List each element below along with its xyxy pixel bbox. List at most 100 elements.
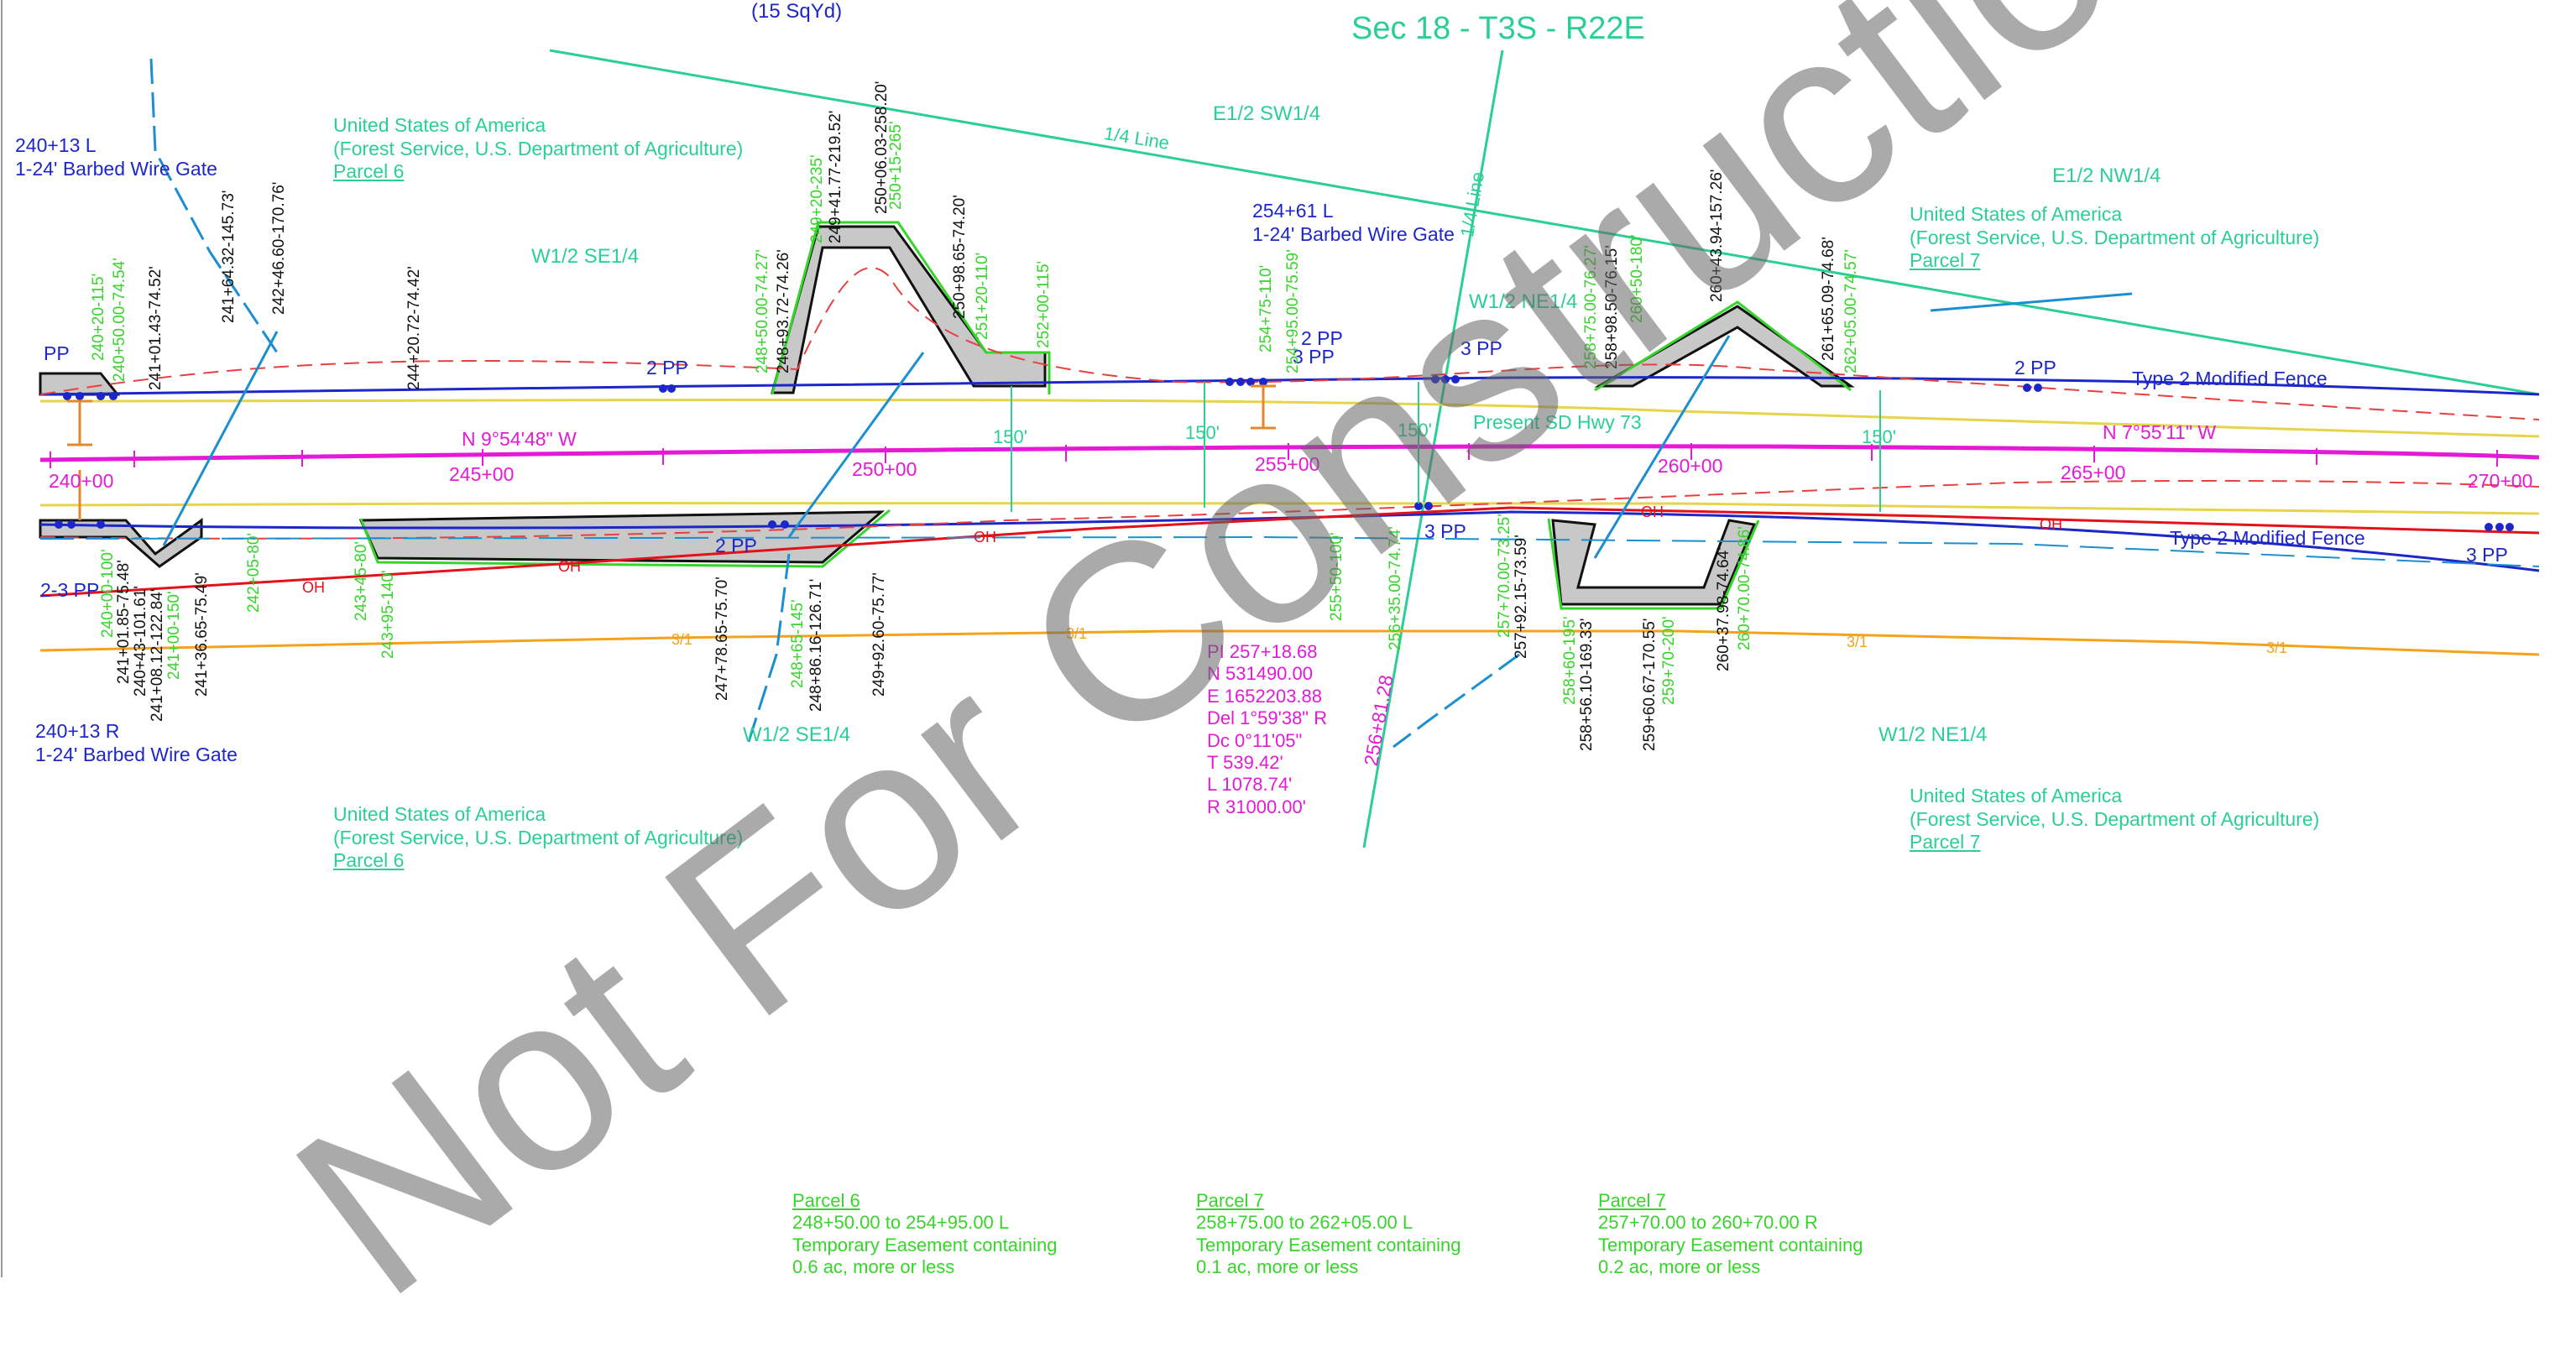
existing-row-dashed [39,267,2540,540]
sta-top-g-2: 248+50.00-74.27' [754,249,771,373]
quarter-line-vertical [1362,50,1504,848]
sta-top-g-5: 251+20-110' [974,252,991,340]
owner-nw: United States of America(Forest Service,… [333,114,744,183]
tel-tag-3: 3/1 [1847,634,1868,650]
pole-2pp-right: 2 PP [2014,357,2056,378]
offset-dimensions [1011,382,1881,512]
sta-bot-b-4: 247+78.65-75.70' [713,577,731,701]
owner-se: United States of America(Forest Service,… [1910,785,2320,853]
offset-150-2: 150' [1185,422,1220,443]
fence-lines [39,376,2540,572]
sta-bot-g-9: 258+60-195' [1561,616,1579,705]
pole-3pp-bottom-right: 3 PP [2466,544,2508,566]
sta-bot-g-10: 259+70-200' [1660,616,1678,705]
highway-name: Present SD Hwy 73 [1473,411,1642,433]
sta-bot-g-6: 255+50-100' [1328,532,1345,621]
sta-bot-b-10: 260+37.98-74.64' [1715,547,1732,671]
existing-fence-bottom [39,535,2540,567]
fence-label-bottom: Type 2 Modified Fence [2170,527,2365,549]
sta-bot-g-2: 242+05-80' [245,532,263,613]
sta-top-b-4: 248+93.72-74.26' [775,249,792,373]
construction-limits-top [39,225,1855,396]
centerline-ticks [50,443,2498,468]
sta-bot-g-11: 260+70.00-74.86' [1736,526,1753,650]
bearing-left: N 9°54'48" W [462,428,577,450]
tel-tag-2: 3/1 [1066,625,1088,642]
sta-top-b-5: 249+41.77-219.52' [827,110,844,243]
sta-top-g-9: 258+75.00-76.27' [1582,245,1600,369]
sta-bot-b-7: 257+92.15-73.59' [1513,535,1530,659]
sta-top-g-3: 249+20-235' [808,154,826,243]
area-note: (15 SqYd) [751,0,843,23]
station-260: 260+00 [1658,455,1723,477]
overhead-power-line [39,506,2540,598]
sta-top-g-1: 240+50.00-74.54' [111,258,128,382]
pole-2pp-mid: 2 PP [1301,327,1343,349]
pole-3pp-bottom: 3 PP [1424,520,1466,542]
quarter-w-ne-top: W1/2 NE1/4 [1469,290,1578,313]
plan-drawing [1,0,2540,1277]
sta-bot-g-1: 241+00-150' [165,591,183,680]
pole-3pp-top: 3 PP [1460,337,1502,359]
utility-crossings [149,58,2133,749]
oh-tag-5: OH [2040,516,2062,533]
pole-3pp-mid: 3 PP [1293,346,1335,368]
sta-bot-b-5: 248+86.16-126.71' [807,578,825,712]
easement-outline-bottom [359,509,1760,610]
sta-top-b-2: 242+46.60-170.76' [270,181,288,315]
sta-top-b-8: 258+98.50-76.15' [1603,245,1621,369]
sta-top-b-10: 261+65.09-74.68' [1820,237,1837,361]
sta-top-g-11: 262+05.00-74.57' [1842,249,1860,373]
pole-23pp-bottom-left: 2-3 PP [40,579,100,601]
sta-bot-g-7: 256+35.00-74.74' [1387,526,1404,650]
sta-bot-g-0: 240+00-100' [99,549,117,638]
sta-bot-g-3: 243+45-80' [353,540,370,621]
quarter-w-se-top: W1/2 SE1/4 [531,245,640,268]
tel-tag-4: 3/1 [2266,639,2288,656]
oh-tag-2: OH [558,558,581,575]
station-270: 270+00 [2468,470,2533,492]
sta-top-b-3: 244+20.72-74.42' [405,266,423,390]
tel-tag-1: 3/1 [671,631,693,648]
sta-bot-b-8: 258+56.10-169.33' [1578,618,1596,751]
quarter-line-diagonal [549,49,2540,396]
easement-outline-top [771,221,1852,395]
sta-top-g-10: 260+50-180' [1628,234,1646,323]
pole-2pp-top: 2 PP [646,357,688,378]
station-240: 240+00 [49,470,114,492]
sta-top-g-4: 250+15-265' [887,121,905,210]
construction-limits-bottom [39,510,1757,606]
station-265: 265+00 [2061,462,2126,483]
sta-top-b-7: 250+98.65-74.20' [951,195,969,319]
sta-bot-g-4: 243+95-140' [379,570,397,659]
sta-bot-g-5: 248+65-145' [789,599,807,688]
oh-tag-1: OH [302,579,325,596]
offset-150-4: 150' [1862,426,1896,447]
oh-tag-4: OH [1641,504,1664,520]
owner-sw: United States of America(Forest Service,… [333,803,744,872]
centerline [39,444,2540,462]
section-label: Sec 18 - T3S - R22E [1351,11,1645,46]
owner-ne: United States of America(Forest Service,… [1910,203,2320,272]
sta-top-b-0: 241+01.43-74.52' [147,266,165,390]
sta-top-g-6: 252+00-115' [1035,260,1053,348]
sta-top-b-9: 260+43.94-157.26' [1708,169,1726,302]
quarter-w-se-bottom: W1/2 SE1/4 [743,723,851,746]
oh-tag-3: OH [974,529,996,545]
sta-top-b-1: 241+64.32-145.73' [220,190,238,323]
sta-top-g-7: 254+75-110' [1257,264,1275,352]
station-255: 255+00 [1255,453,1320,475]
culvert-symbols [67,384,1276,520]
sta-bot-g-8: 257+70.00-73.25' [1496,514,1513,638]
fence-label-top: Type 2 Modified Fence [2132,368,2328,389]
station-245: 245+00 [449,463,515,485]
sta-bot-b-3: 241+36.65-75.49' [193,572,211,697]
pole-markers[interactable] [55,375,2514,531]
